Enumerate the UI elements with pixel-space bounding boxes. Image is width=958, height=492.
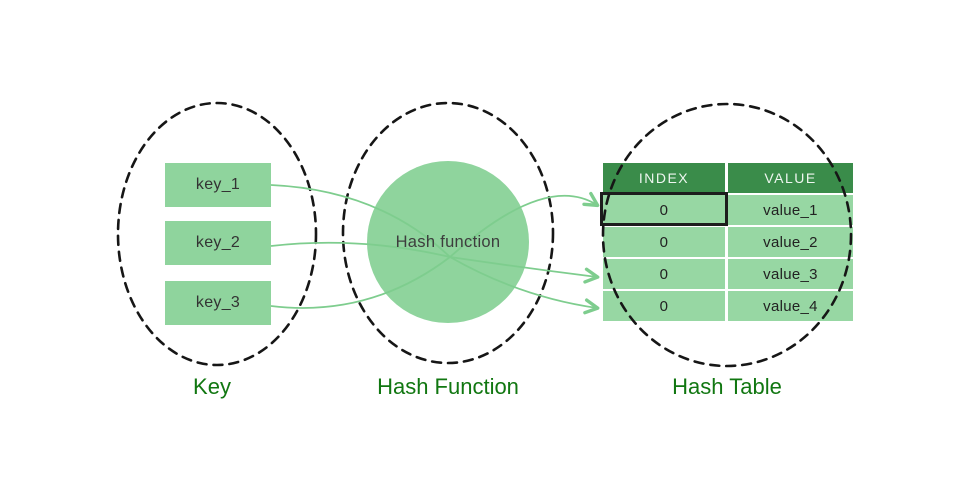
key-box-3: key_3	[165, 281, 271, 325]
key-box-2-label: key_2	[195, 234, 241, 251]
hash-function-circle-label: Hash function	[395, 232, 501, 251]
hash-table-row-4-value: value_4	[728, 291, 853, 321]
hash-table: INDEX VALUE 0 value_1 0 value_2 0 value_…	[603, 163, 853, 321]
highlighted-index-cell-outline	[600, 192, 728, 226]
hash-table-row-3-value: value_3	[728, 259, 853, 289]
section-label-hash-function: Hash Function	[377, 374, 519, 399]
hash-table-row-2-index: 0	[603, 227, 725, 257]
hash-table-row-2-value: value_2	[728, 227, 853, 257]
hash-table-header-value: VALUE	[728, 163, 853, 193]
key-box-1-label: key_1	[195, 176, 241, 193]
section-label-hash-table: Hash Table	[672, 374, 782, 399]
hash-table-row-4-index: 0	[603, 291, 725, 321]
key-box-1: key_1	[165, 163, 271, 207]
hash-table-row-3-index: 0	[603, 259, 725, 289]
hash-table-row-1-value: value_1	[728, 195, 853, 225]
section-label-key: Key	[193, 374, 231, 399]
hash-table-header-index: INDEX	[603, 163, 725, 193]
key-box-3-label: key_3	[195, 294, 241, 311]
key-box-2: key_2	[165, 221, 271, 265]
